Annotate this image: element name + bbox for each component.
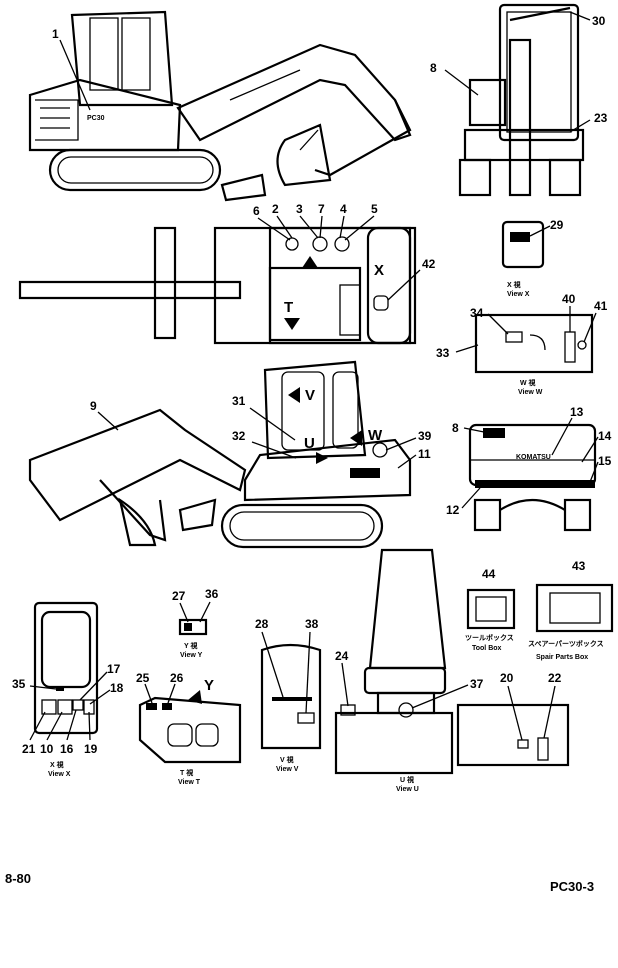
view-u-label: View U: [396, 786, 419, 793]
callout-26: 26: [170, 671, 184, 685]
view-w-label: View W: [518, 389, 543, 396]
callout-14: 14: [598, 429, 612, 443]
callout-6: 6: [253, 204, 260, 218]
view-x-jp-top: X 視: [507, 280, 521, 289]
view-y-label: View Y: [180, 652, 203, 659]
callout-40: 40: [562, 292, 576, 306]
callout-32: 32: [232, 429, 246, 443]
view-u-panel: 24 37 U 視 View U: [334, 548, 484, 793]
callout-11: 11: [418, 447, 431, 461]
tool-box-label: Tool Box: [472, 645, 502, 652]
callout-17: 17: [107, 662, 121, 676]
view-t-jp: T 視: [180, 768, 193, 777]
spare-box-label: Spair Parts Box: [536, 654, 588, 661]
callout-22: 22: [548, 671, 562, 685]
callout-29: 29: [550, 218, 564, 232]
callout-37: 37: [470, 677, 484, 691]
view-arrow-v: V: [305, 387, 315, 404]
callout-19: 19: [84, 742, 98, 756]
callout-35: 35: [12, 677, 26, 691]
callout-12: 12: [446, 503, 460, 517]
callout-25: 25: [136, 671, 150, 685]
view-arrow-w: W: [368, 427, 383, 444]
callout-10: 10: [40, 742, 54, 756]
page-number: 8-80: [5, 871, 31, 886]
callout-2: 2: [272, 202, 279, 216]
callout-38: 38: [305, 617, 319, 631]
callout-34: 34: [470, 306, 484, 320]
callout-15: 15: [598, 454, 612, 468]
excavator-side-view-middle: V U W 9 31 32 39 11: [28, 360, 432, 549]
excavator-rear-view-lower: KOMATSU 8 13 14 15 12: [446, 405, 612, 532]
view-y-panel: 27 36 Y 視 View Y: [172, 587, 219, 659]
tool-box: 44 ツールボックス Tool Box: [465, 567, 516, 652]
callout-36: 36: [205, 587, 219, 601]
callout-21: 21: [22, 742, 36, 756]
view-arrow-x: X: [374, 262, 384, 279]
callout-3: 3: [296, 202, 303, 216]
callout-41: 41: [594, 299, 608, 313]
view-arrow-y: Y: [204, 677, 214, 694]
view-t-panel: Y 25 26 T 視 View T: [136, 671, 242, 786]
callout-13: 13: [570, 405, 584, 419]
view-w-jp: W 視: [520, 378, 536, 387]
view-x-bottom-panel: 35 17 18 21 10 16 19 X 視 View X: [12, 601, 124, 778]
callout-9: 9: [90, 399, 97, 413]
excavator-side-view-top: PC30 1: [28, 10, 412, 202]
view-arrow-u: U: [304, 435, 315, 452]
spare-parts-box: 43 スペアーパーツボックス Spair Parts Box: [528, 559, 614, 661]
callout-39: 39: [418, 429, 432, 443]
spare-box-jp: スペアーパーツボックス: [528, 639, 604, 648]
view-y-jp: Y 視: [184, 641, 198, 650]
view-t-label: View T: [178, 779, 201, 786]
callout-44: 44: [482, 567, 496, 581]
callout-20: 20: [500, 671, 514, 685]
callout-28: 28: [255, 617, 269, 631]
callout-5: 5: [371, 202, 378, 216]
callout-31: 31: [232, 394, 246, 408]
right-cover-panel: 20 22: [456, 671, 570, 767]
callout-16: 16: [60, 742, 74, 756]
callout-23: 23: [594, 111, 608, 125]
view-v-panel: 28 38 V 視 View V: [255, 617, 322, 773]
callout-30: 30: [592, 14, 606, 28]
callout-24: 24: [335, 649, 349, 663]
callout-33: 33: [436, 346, 450, 360]
callout-42: 42: [422, 257, 436, 271]
callout-27: 27: [172, 589, 186, 603]
excavator-rear-view-top: 8 30 23: [430, 3, 608, 197]
decal-komatsu: KOMATSU: [516, 454, 551, 461]
callout-7: 7: [318, 202, 325, 216]
view-arrow-t: T: [284, 299, 293, 316]
tool-box-jp: ツールボックス: [465, 633, 514, 642]
callout-1: 1: [52, 27, 59, 41]
callout-4: 4: [340, 202, 347, 216]
view-v-jp: V 視: [280, 755, 294, 764]
view-x-panel: 29 X 視 View X: [501, 218, 564, 298]
view-u-jp: U 視: [400, 775, 414, 784]
view-x-jp-bottom: X 視: [50, 760, 64, 769]
view-x-label-top: View X: [507, 291, 530, 298]
view-v-label: View V: [276, 766, 299, 773]
decal-pc30: PC30: [87, 115, 105, 122]
callout-8-lower: 8: [452, 421, 459, 435]
callout-8-top: 8: [430, 61, 437, 75]
view-w-panel: 34 40 41 33 W 視 View W: [436, 292, 608, 396]
callout-43: 43: [572, 559, 586, 573]
view-x-label-bottom: View X: [48, 771, 71, 778]
callout-18: 18: [110, 681, 124, 695]
excavator-plan-view: X T 6 2 3 7 4 5 42: [18, 202, 436, 345]
model-code: PC30-3: [550, 879, 594, 894]
